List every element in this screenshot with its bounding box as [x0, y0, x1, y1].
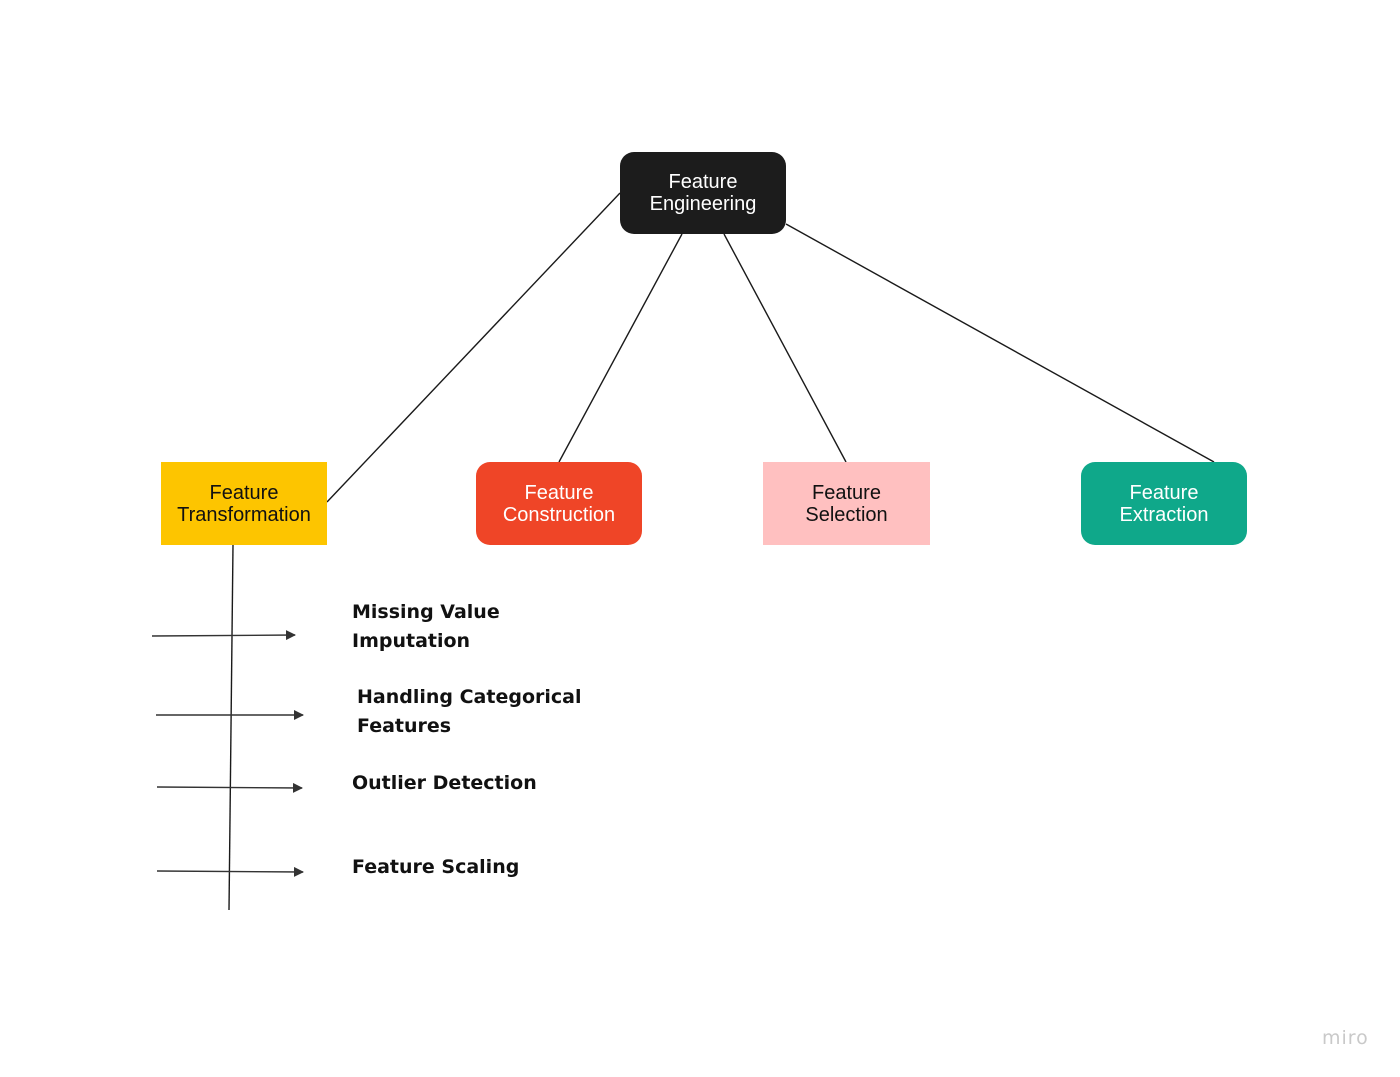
- arrow-feature-scaling: [156, 866, 304, 877]
- handling-categorical-features-label: Handling Categorical Features: [357, 686, 582, 737]
- feature-transformation-node[interactable]: Feature Transformation: [161, 462, 327, 545]
- miro-watermark: miro: [1322, 1027, 1369, 1049]
- edge-root-to-transformation: [326, 192, 621, 503]
- arrow-outlier-detection: [156, 782, 303, 793]
- arrow-missing-value-imputation: [151, 630, 296, 641]
- outlier-detection-label: Outlier Detection: [352, 772, 537, 794]
- feature-extraction-node[interactable]: Feature Extraction: [1081, 462, 1247, 545]
- feature-engineering-node[interactable]: Feature Engineering: [620, 152, 786, 234]
- missing-value-imputation-label: Missing Value Imputation: [352, 601, 500, 652]
- feature-selection-node[interactable]: Feature Selection: [763, 462, 930, 545]
- feature-construction-node[interactable]: Feature Construction: [476, 462, 642, 545]
- edge-root-to-extraction: [785, 223, 1215, 463]
- edge-root-to-selection: [723, 233, 847, 463]
- transformation-spine-line: [228, 544, 234, 911]
- feature-scaling-label: Feature Scaling: [352, 856, 520, 878]
- edge-root-to-construction: [558, 233, 683, 463]
